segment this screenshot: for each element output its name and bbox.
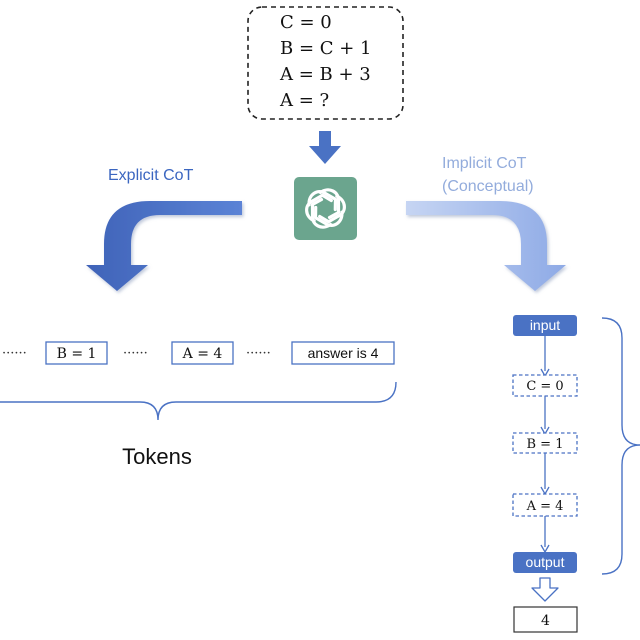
input-node [513, 315, 577, 336]
implicit-step-box [512, 374, 578, 397]
problem-line: B = C + 1 [280, 38, 372, 59]
implicit-step-box [512, 432, 578, 454]
ellipsis-dots: ······ [123, 346, 148, 361]
implicit-cot-label-line2: (Conceptual) [442, 178, 534, 195]
implicit-brace [601, 317, 640, 575]
implicit-step-text: B = 1 [527, 437, 564, 452]
problem-box: C = 0 B = C + 1 A = B + 3 A = ? [247, 6, 404, 120]
ellipsis-dots: ······ [246, 346, 271, 361]
token-box [171, 341, 234, 365]
token-text: B = 1 [57, 346, 97, 362]
implicit-curved-arrow-icon [406, 201, 566, 291]
token-text: A = 4 [182, 346, 223, 362]
implicit-step-text: C = 0 [526, 379, 563, 394]
answer-text: 4 [541, 613, 550, 629]
explicit-cot-label: Explicit CoT [108, 167, 194, 184]
tokens-label: Tokens [122, 444, 192, 469]
problem-line: A = B + 3 [279, 64, 371, 85]
output-node-label: output [526, 554, 565, 570]
token-text: answer is 4 [308, 345, 379, 361]
implicit-step-text: A = 4 [526, 499, 564, 514]
output-node [513, 552, 577, 573]
explicit-token-row: ······ B = 1 ······ A = 4 ······ answer … [2, 341, 395, 365]
explicit-curved-arrow-icon [86, 201, 242, 291]
tokens-brace [0, 381, 397, 421]
hollow-down-arrow-icon [531, 577, 559, 602]
openai-logo-icon [294, 177, 357, 240]
input-node-label: input [530, 317, 560, 333]
ellipsis-dots: ······ [2, 346, 27, 361]
implicit-chain: input C = 0 B = 1 A = 4 output 4 [512, 315, 578, 633]
answer-box [513, 606, 578, 633]
problem-line: C = 0 [280, 12, 332, 33]
token-box [45, 341, 108, 365]
implicit-step-box [512, 493, 578, 517]
down-arrow-icon [309, 131, 341, 164]
problem-line: A = ? [279, 90, 329, 111]
token-box [291, 341, 395, 365]
implicit-cot-label-line1: Implicit CoT [442, 155, 527, 172]
